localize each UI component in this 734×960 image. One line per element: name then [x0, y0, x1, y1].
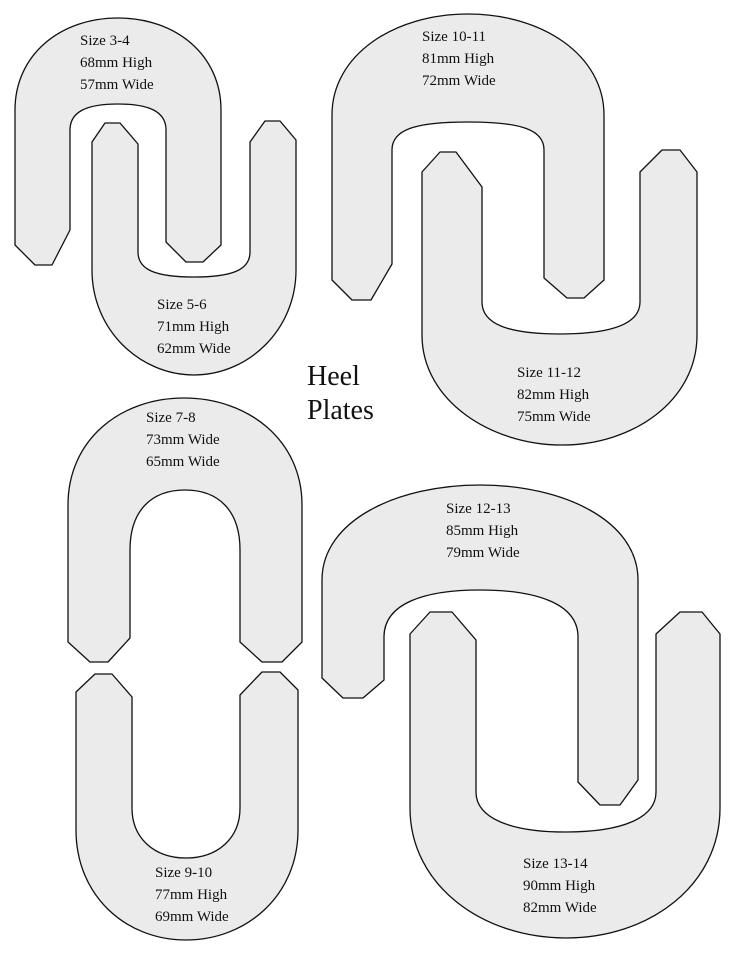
- dimension-text: 57mm Wide: [80, 77, 154, 93]
- size-text: Size 12-13: [446, 501, 511, 517]
- label-size-7-8: Size 7-8 73mm Wide 65mm Wide: [146, 407, 220, 473]
- size-text: Size 3-4: [80, 33, 130, 49]
- sheet-title: Heel Plates: [307, 360, 374, 428]
- title-line-2: Plates: [307, 395, 374, 426]
- label-size-3-4: Size 3-4 68mm High 57mm Wide: [80, 30, 154, 96]
- dimension-text: 75mm Wide: [517, 409, 591, 425]
- size-text: Size 7-8: [146, 410, 196, 426]
- dimension-text: 79mm Wide: [446, 545, 520, 561]
- dimension-text: 71mm High: [157, 319, 230, 335]
- dimension-text: 77mm High: [155, 887, 228, 903]
- dimension-text: 68mm High: [80, 55, 153, 71]
- size-text: Size 13-14: [523, 856, 588, 872]
- label-size-10-11: Size 10-11 81mm High 72mm Wide: [422, 26, 496, 92]
- size-text: Size 10-11: [422, 29, 487, 45]
- label-size-13-14: Size 13-14 90mm High 82mm Wide: [523, 853, 597, 919]
- dimension-text: 85mm High: [446, 523, 519, 539]
- heel-plate-size-13-14: [409, 611, 721, 939]
- label-size-9-10: Size 9-10 77mm High 69mm Wide: [155, 862, 229, 928]
- dimension-text: 65mm Wide: [146, 454, 220, 470]
- dimension-text: 72mm Wide: [422, 73, 496, 89]
- heel-plate-size-7-8: [67, 397, 303, 663]
- heel-plate-size-9-10: [75, 671, 299, 941]
- heel-plate-size-5-6: [91, 120, 297, 376]
- dimension-text: 82mm High: [517, 387, 590, 403]
- heel-plate-size-11-12: [421, 149, 698, 446]
- dimension-text: 82mm Wide: [523, 900, 597, 916]
- dimension-text: 90mm High: [523, 878, 596, 894]
- dimension-text: 62mm Wide: [157, 341, 231, 357]
- heel-plate-size-10-11: [331, 13, 605, 301]
- label-size-12-13: Size 12-13 85mm High 79mm Wide: [446, 498, 520, 564]
- size-text: Size 11-12: [517, 365, 582, 381]
- size-text: Size 5-6: [157, 297, 207, 313]
- size-text: Size 9-10: [155, 865, 213, 881]
- title-line-1: Heel: [307, 361, 360, 392]
- dimension-text: 69mm Wide: [155, 909, 229, 925]
- heel-plate-size-3-4: [14, 17, 222, 266]
- label-size-5-6: Size 5-6 71mm High 62mm Wide: [157, 294, 231, 360]
- dimension-text: 81mm High: [422, 51, 495, 67]
- label-size-11-12: Size 11-12 82mm High 75mm Wide: [517, 362, 591, 428]
- dimension-text: 73mm Wide: [146, 432, 220, 448]
- heel-plate-size-12-13: [321, 484, 639, 806]
